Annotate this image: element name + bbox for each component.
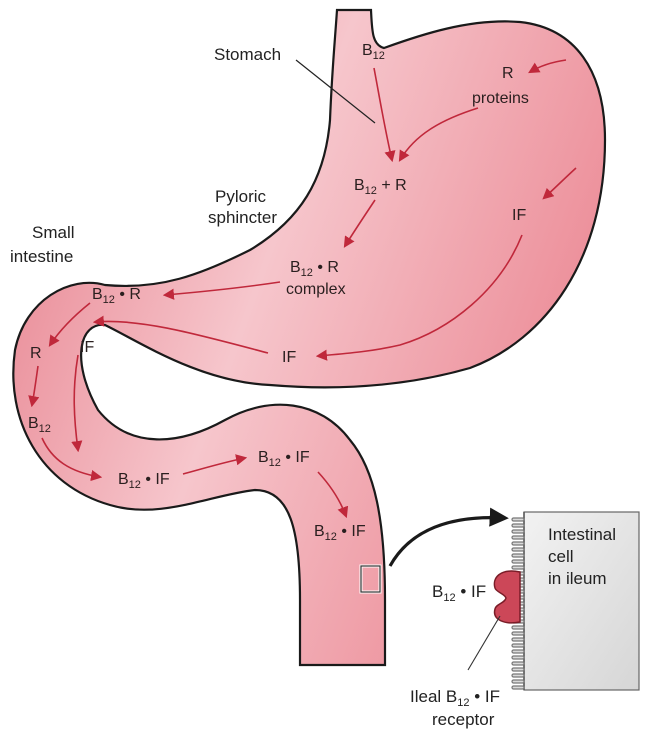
microvillus — [512, 566, 524, 569]
ileal-receptor — [494, 571, 520, 623]
microvillus — [512, 644, 524, 647]
b12-if-cell-label: B12 • IF — [432, 582, 486, 604]
microvillus — [512, 560, 524, 563]
microvillus — [512, 542, 524, 545]
intestinal-cell-label-2: cell — [548, 547, 574, 566]
intestinal-cell-label-1: Intestinal — [548, 525, 616, 544]
small-intestine-label-1: Small — [32, 223, 75, 242]
microvillus — [512, 626, 524, 629]
if-intestine-label: IF — [80, 339, 94, 356]
microvillus — [512, 536, 524, 539]
microvillus — [512, 650, 524, 653]
if-stomach-label: IF — [512, 207, 526, 224]
pyloric-label-2: sphincter — [208, 208, 277, 227]
ileal-receptor-label-2: receptor — [432, 710, 495, 729]
pyloric-label-1: Pyloric — [215, 187, 267, 206]
microvillus — [512, 518, 524, 521]
microvillus — [512, 662, 524, 665]
microvillus — [512, 680, 524, 683]
microvillus — [512, 554, 524, 557]
r-proteins-label-2: proteins — [472, 90, 529, 107]
microvillus — [512, 686, 524, 689]
microvillus — [512, 638, 524, 641]
if-lower-label: IF — [282, 349, 296, 366]
complex-label: complex — [286, 281, 346, 298]
magnify-arrow — [390, 518, 505, 566]
microvillus — [512, 656, 524, 659]
microvillus — [512, 524, 524, 527]
microvillus — [512, 530, 524, 533]
r-intestine-label: R — [30, 345, 42, 362]
microvillus — [512, 632, 524, 635]
microvillus — [512, 674, 524, 677]
microvillus — [512, 668, 524, 671]
intestinal-cell-label-3: in ileum — [548, 569, 607, 588]
receptor-leader-line — [468, 616, 500, 670]
microvillus — [512, 548, 524, 551]
small-intestine-label-2: intestine — [10, 247, 73, 266]
ileal-receptor-label-1: Ileal B12 • IF — [410, 687, 500, 709]
stomach-label: Stomach — [214, 45, 281, 64]
r-proteins-label-1: R — [502, 65, 514, 82]
